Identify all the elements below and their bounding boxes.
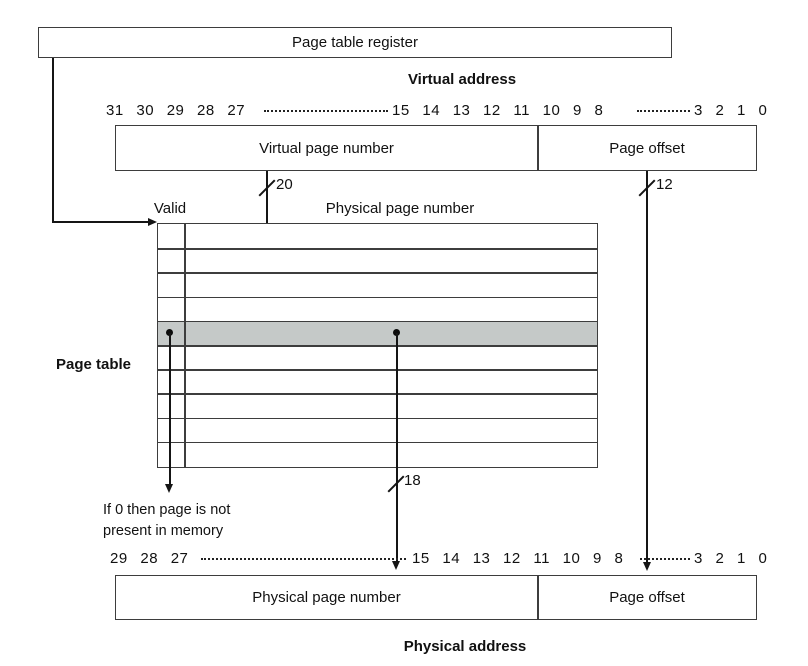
virtual-bits-high: 31 30 29 28 27 <box>106 102 246 119</box>
virtual-address-box: Virtual page number Page offset <box>115 125 757 171</box>
valid-bit-arrowhead-icon <box>165 484 173 493</box>
physical-bits-leader-dots-left <box>201 558 406 560</box>
virtual-page-offset-field: Page offset <box>609 139 685 157</box>
register-arrowhead-icon <box>148 218 157 226</box>
vpn-bit-width-label: 20 <box>276 176 293 193</box>
page-offset-arrow-line <box>646 171 648 563</box>
valid-bit-arrow-line <box>168 333 171 485</box>
virtual-bits-leader-dots-left <box>264 110 388 112</box>
virtual-address-title: Virtual address <box>407 71 517 88</box>
valid-zero-note: If 0 then page is not present in memory <box>103 500 230 542</box>
page-table-register-label: Page table register <box>292 34 418 51</box>
page-table-row-line <box>158 272 597 274</box>
virtual-address-divider <box>537 126 539 170</box>
valid-zero-note-line2: present in memory <box>103 523 224 539</box>
ppn-arrowhead-icon <box>392 561 400 570</box>
virtual-bits-leader-dots-right <box>637 110 690 112</box>
valid-bit-dot <box>166 329 173 336</box>
page-table-row-line <box>158 248 597 250</box>
physical-bits-low: 3 2 1 0 <box>694 550 768 567</box>
page-table-grid <box>157 223 598 468</box>
page-offset-bit-width-label: 12 <box>656 176 673 193</box>
page-table-label: Page table <box>56 356 132 373</box>
page-table-row-line <box>158 417 597 420</box>
page-table-row-line <box>158 345 597 347</box>
physical-page-number-column-header: Physical page number <box>325 200 475 217</box>
ppn-entry-dot <box>393 329 400 336</box>
page-table-row-line <box>158 320 597 323</box>
ppn-bit-width-label: 18 <box>404 472 421 489</box>
physical-page-offset-field: Page offset <box>609 589 685 606</box>
physical-bits-high: 29 28 27 <box>110 550 189 567</box>
ppn-arrow-down-line <box>395 333 398 562</box>
page-table-highlighted-row <box>158 320 597 345</box>
register-arrow-vertical-line <box>51 58 54 222</box>
physical-address-title: Physical address <box>403 638 527 655</box>
register-arrow-horizontal-line <box>51 220 149 223</box>
physical-page-number-field: Physical page number <box>252 589 401 606</box>
page-table-row-line <box>158 369 597 371</box>
valid-zero-note-line1: If 0 then page is not <box>103 502 231 518</box>
page-table-row-line <box>158 393 597 395</box>
virtual-bits-low: 3 2 1 0 <box>694 102 768 119</box>
page-table-row-line <box>158 296 597 299</box>
page-table-register-box: Page table register <box>38 27 672 58</box>
virtual-bits-mid: 15 14 13 12 11 10 9 8 <box>392 102 604 119</box>
virtual-page-number-field: Virtual page number <box>259 139 394 157</box>
page-table-row-line <box>158 441 597 444</box>
page-offset-arrowhead-icon <box>642 562 651 571</box>
physical-bits-leader-dots-right <box>640 558 690 560</box>
physical-address-divider <box>537 576 539 619</box>
physical-address-box: Physical page number Page offset <box>115 575 757 620</box>
valid-column-header: Valid <box>153 200 187 217</box>
physical-bits-mid: 15 14 13 12 11 10 9 8 <box>412 550 624 567</box>
